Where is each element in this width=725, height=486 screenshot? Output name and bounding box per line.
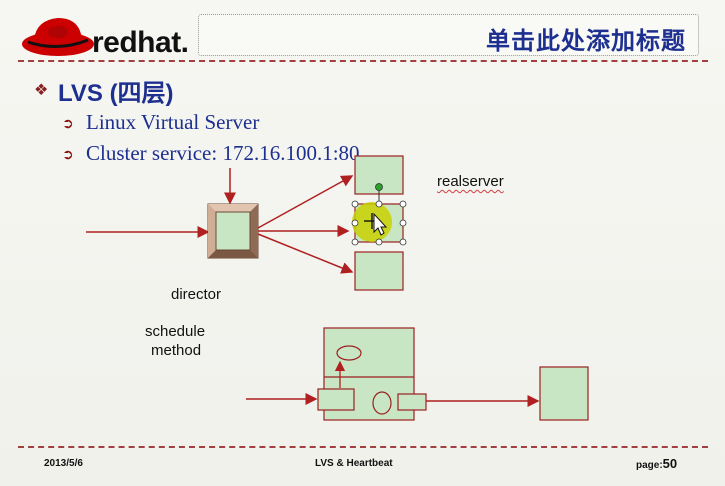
footer-page: page:50 [636,456,677,471]
label-realserver: realserver [437,173,504,190]
fanout-arrow-bottom [257,233,354,274]
logo-text: redhat. [92,26,189,59]
realserver-box-2-selected[interactable] [351,183,407,246]
scheduler-output-port[interactable] [397,393,427,411]
target-server-box[interactable] [539,366,589,421]
page-label: page: [636,460,663,471]
method-ellipse [336,345,362,361]
title-placeholder[interactable]: 单击此处添加标题 [198,14,699,56]
footer-title: LVS & Heartbeat [315,458,393,469]
bullet-cluster-service: Cluster service: 172.16.100.1:80 [86,141,360,165]
scheduler-input-port[interactable] [317,388,355,411]
label-director: director [171,286,222,303]
fanout-arrow-top [257,175,354,229]
label-schedule: schedule [145,323,206,340]
diamond-bullet-icon: ❖ [34,82,49,99]
arrow-circle-bullet-icon: ➲ [62,146,74,162]
redhat-shadowman-icon [22,18,94,56]
pointer-cursor-icon [373,212,388,236]
redhat-logo [18,10,198,60]
director-box[interactable] [207,203,259,259]
heading-lvs: LVS (四层) [58,80,174,107]
footer-divider [18,446,708,448]
arrow-circle-bullet-icon: ➲ [62,115,74,131]
realserver-box-3[interactable] [354,251,404,291]
footer-date: 2013/5/6 [44,458,83,469]
bullet-linux-virtual-server: Linux Virtual Server [86,110,260,134]
slide-title: 单击此处添加标题 [486,27,686,55]
scheduler-ellipse [372,391,392,415]
page-number: 50 [662,456,678,471]
rotate-handle[interactable] [375,183,383,191]
label-method: method [151,342,202,359]
title-divider [18,60,708,62]
